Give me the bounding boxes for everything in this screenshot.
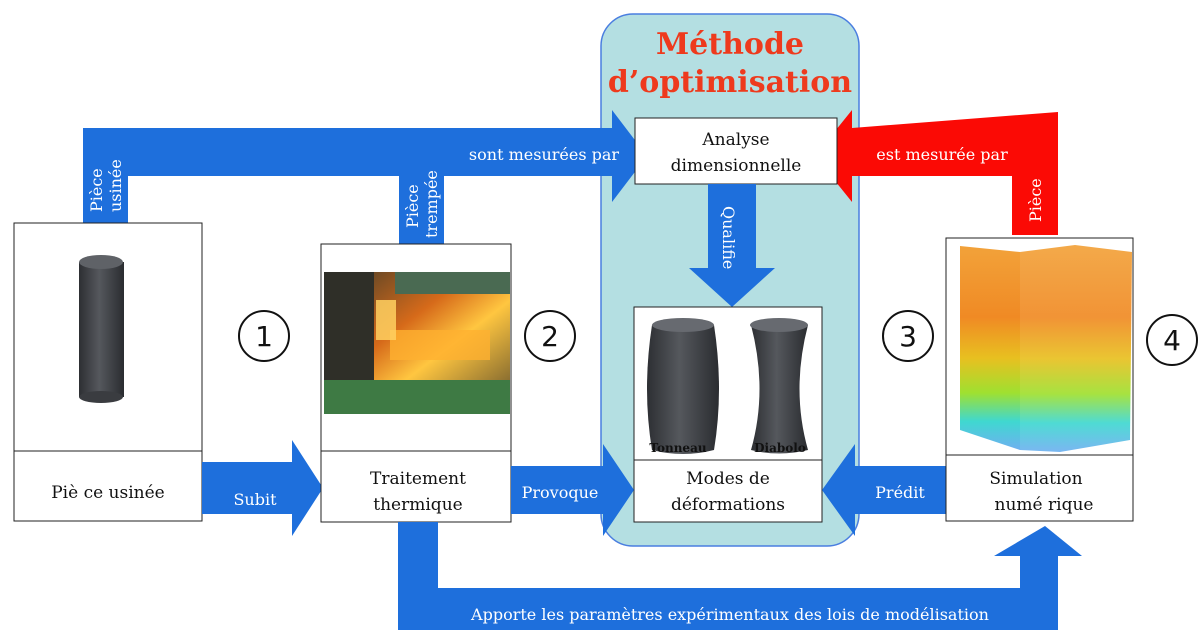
barrel-shape <box>647 318 719 454</box>
heat-treatment-line2: thermique <box>373 495 462 515</box>
diabolo-shape <box>750 318 808 454</box>
simulation-line1: Simulation <box>989 469 1082 489</box>
measured-by-arrow <box>83 110 647 244</box>
red-measured-arrow <box>815 110 1058 235</box>
analysis-box <box>634 117 838 185</box>
diabolo-caption: Diabolo <box>754 441 806 455</box>
heat-treatment-line1: Traitement <box>370 469 466 489</box>
simulation-image <box>960 245 1132 452</box>
step-3: 3 <box>882 310 934 362</box>
parameters-arrow <box>398 522 1082 630</box>
predicts-arrow <box>822 444 946 536</box>
step-4: 4 <box>1146 314 1198 366</box>
causes-label: Provoque <box>522 483 599 502</box>
red-piece-vertical-label: Pièce <box>1026 178 1045 222</box>
step-2: 2 <box>524 310 576 362</box>
parameters-label: Apporte les paramètres expérimentaux des… <box>470 605 989 624</box>
predicts-label: Prédit <box>875 483 925 502</box>
svg-text:2: 2 <box>541 320 559 353</box>
modes-line2: déformations <box>671 495 785 515</box>
modes-line1: Modes de <box>686 469 770 489</box>
machined-part-label: Piè ce usinée <box>51 483 165 503</box>
qualifies-arrow <box>689 184 775 307</box>
undergoes-arrow <box>202 440 323 536</box>
machined-vertical-label-1: Pièce <box>87 168 106 212</box>
red-measured-label: est mesurée par <box>876 145 1008 164</box>
hardened-vertical-label-1: Pièce <box>403 184 422 228</box>
method-title-line1: Méthode <box>656 27 804 62</box>
causes-arrow <box>511 444 634 536</box>
svg-text:3: 3 <box>899 320 917 353</box>
step-1: 1 <box>238 310 290 362</box>
undergoes-label: Subit <box>233 490 277 509</box>
svg-text:1: 1 <box>255 320 273 353</box>
method-title-line2: d’optimisation <box>608 65 852 100</box>
qualifies-label: Qualifie <box>719 206 738 269</box>
analysis-line2: dimensionnelle <box>671 156 802 176</box>
barrel-caption: Tonneau <box>649 441 706 455</box>
simulation-line2: numé rique <box>995 495 1094 515</box>
svg-text:4: 4 <box>1163 324 1181 357</box>
hardened-vertical-label-2: trempée <box>422 170 441 238</box>
measured-by-label: sont mesurées par <box>469 145 619 164</box>
cylinder-image <box>79 255 124 403</box>
analysis-line1: Analyse <box>701 130 769 150</box>
furnace-image <box>324 272 510 414</box>
machined-vertical-label-2: usinée <box>106 159 125 212</box>
